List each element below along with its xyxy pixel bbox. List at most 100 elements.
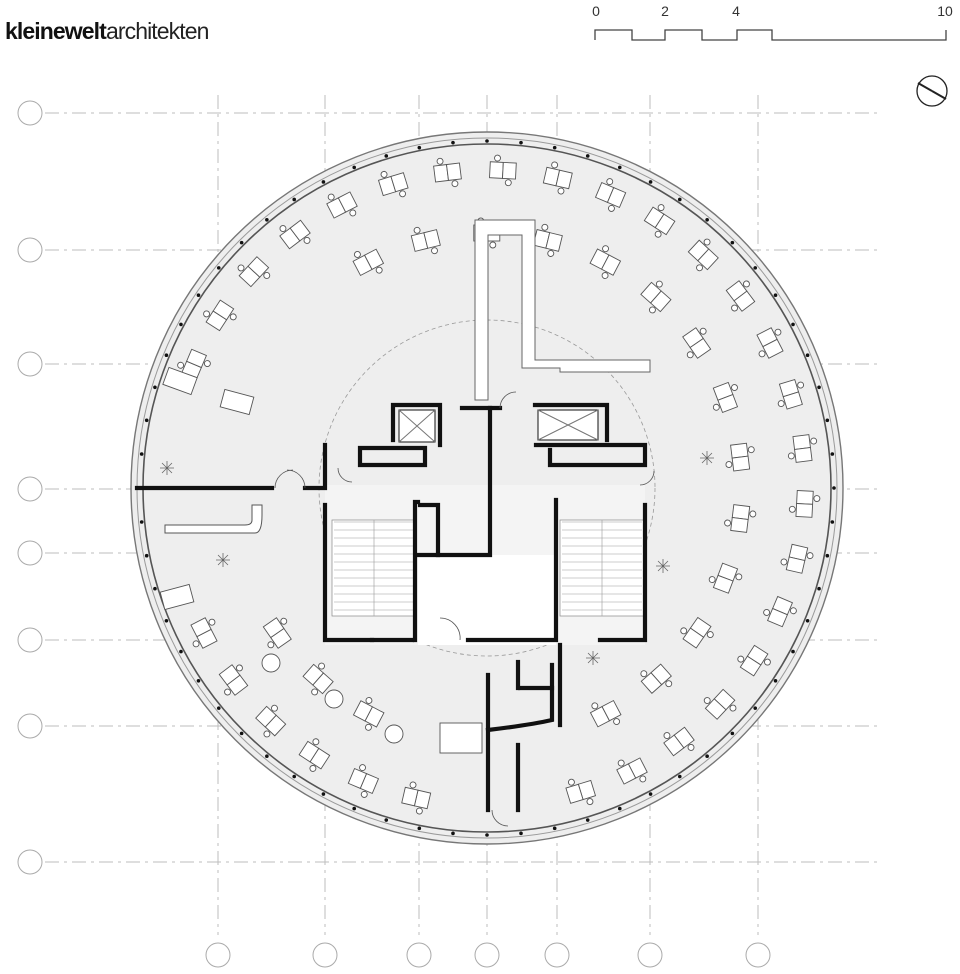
desk-pair (190, 617, 218, 649)
mullion (352, 806, 357, 811)
mullion (753, 266, 758, 270)
grid-bubble (745, 942, 771, 968)
mullion (485, 139, 489, 143)
desk-pair (682, 327, 712, 359)
mullion (730, 731, 735, 736)
doors (274, 391, 655, 827)
grid-bubble (17, 237, 43, 263)
mullion (144, 553, 149, 558)
mullion (352, 165, 357, 170)
desk-pair (589, 245, 622, 279)
mullion (139, 452, 144, 456)
desk-pair (663, 726, 695, 757)
mullion (196, 678, 201, 683)
mullion (451, 140, 455, 145)
grid-bubble (17, 713, 43, 739)
mullion (417, 826, 422, 831)
mullion (825, 553, 830, 558)
mullion (705, 754, 709, 759)
desk-pair (542, 161, 573, 195)
desk-pair (777, 378, 805, 410)
grid-bubbles (17, 100, 771, 968)
mullion (830, 520, 835, 524)
grid-bubble (406, 942, 432, 968)
mullion (773, 678, 778, 683)
mullion (239, 731, 244, 736)
mullion (805, 353, 810, 358)
desk-pair (401, 781, 432, 815)
desk-pair (377, 170, 409, 198)
mullion (705, 217, 709, 222)
mullion (648, 792, 653, 796)
mullion (791, 649, 795, 654)
mullion (265, 217, 269, 222)
desk-pair (763, 595, 797, 628)
desk-pair (640, 280, 672, 314)
desk-pair (565, 778, 597, 806)
core-walls (134, 402, 648, 813)
desk-pair (279, 219, 311, 250)
mullion (485, 833, 489, 837)
grid-bubble (17, 476, 43, 502)
plants (160, 451, 714, 665)
mullion (292, 774, 297, 779)
desk-pair (680, 616, 714, 649)
desk-pair (262, 617, 292, 649)
mullion (321, 180, 326, 184)
desk-pair (203, 299, 237, 332)
scale-bar (594, 29, 947, 41)
mullion (552, 145, 557, 150)
facade-mullions (138, 139, 836, 837)
grid-bubble (544, 942, 570, 968)
mullion (617, 806, 622, 811)
mullion (773, 293, 778, 298)
grid-bubble (474, 942, 500, 968)
mullion (832, 486, 836, 490)
desk-pair (616, 757, 648, 785)
mullion (817, 586, 821, 591)
grid-bubble (17, 849, 43, 875)
desk-pair (594, 178, 627, 212)
desk-pair (410, 226, 441, 255)
elevator-left (398, 409, 436, 443)
desk-pair (218, 664, 249, 696)
desk-pair (788, 490, 821, 518)
desk-pair (737, 644, 771, 677)
mullion (753, 706, 758, 710)
reception-counter (164, 504, 263, 534)
mullion (552, 826, 557, 831)
desk-pair (725, 280, 756, 312)
mullion (153, 586, 157, 591)
desk-pair (298, 738, 331, 772)
mullion (617, 165, 622, 170)
grid-bubble (17, 540, 43, 566)
mullion (519, 831, 523, 836)
firm-logo: kleineweltarchitekten (5, 16, 209, 46)
mullion (817, 385, 821, 390)
mullion (216, 706, 221, 710)
round-tables (261, 653, 404, 744)
desk-pair (643, 204, 676, 238)
grid-bubble (637, 942, 663, 968)
north-arrow-icon (916, 75, 948, 107)
mullion (321, 792, 326, 796)
mullion (677, 774, 682, 779)
desk-pair (724, 504, 757, 533)
logo-light: architekten (105, 18, 210, 44)
grid-bubble (17, 100, 43, 126)
mullion (384, 818, 389, 822)
desk-pair (589, 699, 622, 728)
elevator-right (537, 409, 599, 441)
mullion (179, 649, 183, 654)
grid-bubble (17, 627, 43, 653)
mullion (164, 618, 169, 623)
mullion (730, 240, 735, 245)
mullion (417, 145, 422, 150)
desk-pair (237, 256, 271, 288)
desk-pair (489, 154, 517, 187)
building-core (134, 391, 655, 827)
mullion (179, 322, 183, 327)
desk-pair (787, 434, 818, 463)
desk-pair (347, 764, 380, 798)
